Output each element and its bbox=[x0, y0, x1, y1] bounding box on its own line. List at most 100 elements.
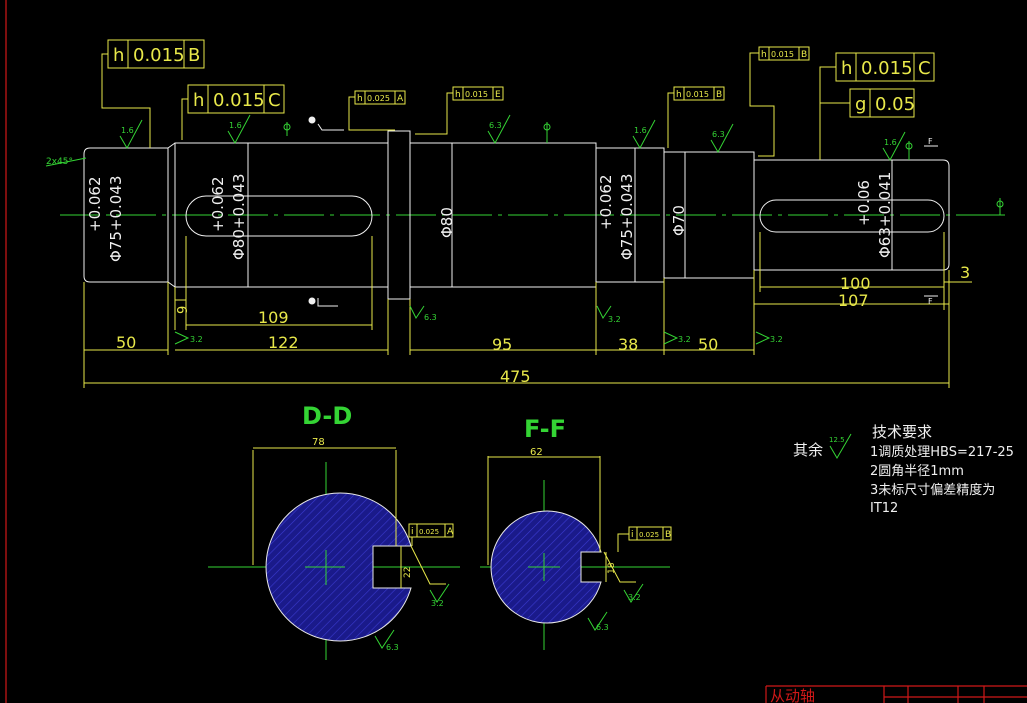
dim-475: 475 bbox=[500, 367, 531, 386]
roughness-16-b: 1.6 bbox=[227, 114, 251, 145]
qiyu-label: 其余 bbox=[793, 441, 823, 459]
dim-9: 9 bbox=[176, 306, 191, 314]
svg-text:3.2: 3.2 bbox=[190, 335, 203, 344]
fcf-g1: g 0.05 bbox=[849, 88, 915, 118]
dia-75-right: Φ75+0.043 bbox=[618, 174, 636, 260]
svg-text:g: g bbox=[855, 94, 866, 115]
fcf-b1: h 0.015 B bbox=[107, 39, 205, 69]
dim-50-right: 50 bbox=[698, 335, 718, 354]
svg-text:B: B bbox=[188, 45, 200, 66]
req-line3: 3未标尺寸偏差精度为 bbox=[870, 482, 995, 498]
svg-text:0.025: 0.025 bbox=[419, 528, 439, 536]
svg-text:3.2: 3.2 bbox=[770, 335, 783, 344]
chamfer-note: 2x45° bbox=[46, 157, 73, 167]
svg-text:3.2: 3.2 bbox=[608, 315, 621, 324]
svg-text:6.3: 6.3 bbox=[489, 121, 502, 130]
dimension-lines bbox=[83, 232, 972, 388]
svg-text:0.015: 0.015 bbox=[771, 50, 794, 59]
svg-text:h: h bbox=[113, 45, 124, 66]
req-line1: 1调质处理HBS=217-25 bbox=[870, 445, 1014, 460]
dim-122: 122 bbox=[268, 333, 299, 352]
dim-38: 38 bbox=[618, 335, 638, 354]
svg-text:h: h bbox=[357, 94, 363, 104]
titleblock-name: 从动轴 bbox=[770, 687, 815, 703]
fcf-b3: h 0.015 B bbox=[758, 46, 810, 61]
dim-62: 62 bbox=[530, 447, 543, 458]
dia-75-right-upper: +0.062 bbox=[597, 174, 615, 230]
svg-text:6.3: 6.3 bbox=[424, 313, 437, 322]
dia-75-left: Φ75+0.043 bbox=[107, 176, 125, 262]
roughness-16-a: 1.6 bbox=[119, 119, 143, 150]
svg-text:h: h bbox=[841, 58, 852, 79]
svg-text:C: C bbox=[918, 58, 931, 79]
dim-3: 3 bbox=[960, 263, 970, 282]
diameter-labels: Φ75+0.043 +0.062 Φ80+0.043 +0.062 Φ80 Φ7… bbox=[86, 172, 894, 262]
svg-text:3.2: 3.2 bbox=[628, 593, 641, 602]
svg-text:i: i bbox=[631, 530, 634, 540]
svg-text:3.2: 3.2 bbox=[678, 335, 691, 344]
roughness-63-ff: 6.3 bbox=[587, 611, 609, 632]
fcf-a2: i 0.025 A bbox=[408, 523, 454, 538]
dim-18: 18 bbox=[607, 562, 617, 574]
req-line4: IT12 bbox=[870, 501, 898, 516]
roughness-63-b: 6.3 bbox=[710, 123, 734, 154]
roughness-63-a: 6.3 bbox=[487, 114, 511, 145]
svg-text:0.015: 0.015 bbox=[133, 45, 185, 66]
datum-markers bbox=[308, 116, 344, 307]
roughness-63-dd: 6.3 bbox=[374, 629, 399, 652]
roughness-16-c: 1.6 bbox=[632, 119, 656, 150]
svg-text:0.015: 0.015 bbox=[686, 90, 709, 99]
roughness-32-d: 3.2 bbox=[755, 331, 783, 345]
fcf-b4: i 0.025 B bbox=[628, 526, 672, 541]
section-dd-title: D-D bbox=[302, 402, 352, 430]
dim-95: 95 bbox=[492, 335, 512, 354]
drawing-frame: 从动轴 bbox=[5, 0, 1027, 703]
roughness-symbols: 1.6 1.6 6.3 1.6 6.3 1.6 3.2 6.3 3.2 3.2 … bbox=[119, 114, 906, 345]
svg-text:B: B bbox=[801, 50, 807, 60]
svg-text:6.3: 6.3 bbox=[386, 643, 399, 652]
fcf-a1: h 0.025 A bbox=[354, 90, 406, 105]
fcf-c1: h 0.015 C bbox=[187, 84, 285, 114]
roughness-32-b: 3.2 bbox=[596, 305, 621, 324]
svg-text:0.015: 0.015 bbox=[465, 90, 488, 99]
dim-78: 78 bbox=[312, 437, 325, 448]
section-f-bottom: F bbox=[928, 297, 933, 306]
svg-text:A: A bbox=[397, 94, 404, 104]
svg-text:C: C bbox=[268, 90, 281, 111]
dim-22: 22 bbox=[403, 567, 413, 578]
fcf-e1: h 0.015 E bbox=[452, 86, 504, 101]
svg-text:B: B bbox=[716, 90, 722, 100]
fcf-c2: h 0.015 C bbox=[835, 52, 935, 82]
dim-109: 109 bbox=[258, 308, 289, 327]
section-ff: F-F 62 18 i 0.025 B 3.2 6.3 bbox=[480, 415, 672, 650]
svg-text:3.2: 3.2 bbox=[431, 599, 444, 608]
svg-text:0.025: 0.025 bbox=[639, 531, 659, 539]
roughness-63-c: 6.3 bbox=[409, 305, 437, 322]
fcf-b2: h 0.015 B bbox=[673, 86, 725, 101]
section-f-top: F bbox=[928, 137, 933, 146]
dim-107: 107 bbox=[838, 291, 869, 310]
svg-text:h: h bbox=[676, 90, 682, 100]
svg-text:0.015: 0.015 bbox=[861, 58, 913, 79]
shaft-main-view: Φ75+0.043 +0.062 Φ80+0.043 +0.062 Φ80 Φ7… bbox=[45, 39, 1005, 388]
dim-100: 100 bbox=[840, 274, 871, 293]
keyway-right bbox=[759, 199, 945, 233]
req-title: 技术要求 bbox=[872, 423, 932, 441]
roughness-32-a: 3.2 bbox=[174, 331, 203, 345]
dia-75-left-upper: +0.062 bbox=[86, 176, 104, 232]
svg-text:0.025: 0.025 bbox=[367, 94, 390, 103]
dia-80: Φ80 bbox=[438, 207, 456, 238]
dim-50-left: 50 bbox=[116, 333, 136, 352]
svg-text:6.3: 6.3 bbox=[712, 130, 725, 139]
dia-63-upper: +0.06 bbox=[855, 180, 873, 226]
technical-requirements: 其余 12.5 技术要求 1调质处理HBS=217-25 2圆角半径1mm 3未… bbox=[793, 423, 1014, 516]
svg-text:h: h bbox=[193, 90, 204, 111]
roughness-32-ff: 3.2 bbox=[623, 583, 644, 603]
roughness-125: 12.5 bbox=[829, 436, 845, 444]
roughness-16-d: 1.6 bbox=[882, 131, 906, 162]
svg-text:h: h bbox=[455, 90, 461, 100]
svg-text:B: B bbox=[665, 530, 671, 540]
dia-70: Φ70 bbox=[670, 205, 688, 236]
svg-text:i: i bbox=[411, 527, 414, 537]
